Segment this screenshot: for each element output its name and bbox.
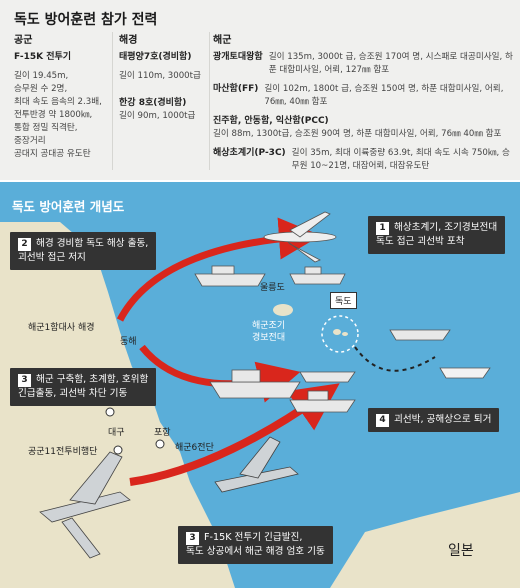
coast-guard-heading: 해경 (119, 35, 138, 46)
coast-guard-column: 해경 태평양7호(경비함) 길이 110m, 3000t급 한강 8호(경비함)… (119, 34, 211, 123)
air-force-spec: 전투반경 약 1800㎞, (14, 110, 93, 120)
air-force-column: 공군 F-15K 전투기 길이 19.45m, 승무원 수 2명, 최대 속도 … (14, 34, 114, 161)
navy-unit-name: 해상초계기(P-3C) (213, 148, 286, 158)
air-force-heading: 공군 (14, 35, 33, 46)
label-early-warning: 해군조기 경보전대 (252, 321, 286, 343)
air-force-spec: 최대 속도 음속의 2.3배, (14, 97, 102, 107)
label-japan: 일본 (448, 543, 474, 559)
f15k-fighter (39, 451, 131, 559)
p3c-aircraft (263, 211, 337, 263)
callout-step4: 4 괴선박, 공해상으로 퇴거 (368, 408, 500, 432)
label-airwing: 공군11전투비행단 (28, 447, 98, 457)
step-number: 3 (186, 532, 199, 545)
map-title: 독도 방어훈련 개념도 (12, 199, 125, 214)
panel-title: 독도 방어훈련 참가 전력 (14, 12, 158, 28)
air-force-spec: 통합 정밀 직격탄, (14, 123, 78, 133)
air-force-spec: 중장거리 (14, 136, 46, 146)
navy-unit-row: 해상초계기(P-3C) 길이 35m, 최대 이륙중량 63.9t, 최대 속도… (213, 147, 513, 173)
divider (112, 32, 113, 170)
location-dot (155, 439, 165, 449)
navy-unit-spec: 길이 35m, 최대 이륙중량 63.9t, 최대 속도 시속 750㎞, 승무… (291, 148, 510, 171)
navy-unit-spec: 길이 135m, 3000t 급, 승조원 170여 명, 시스패로 대공미사일… (268, 52, 513, 75)
navy-unit-row: 광개토대왕함 길이 135m, 3000t 급, 승조원 170여 명, 시스패… (213, 51, 513, 77)
navy-heading: 해군 (213, 35, 232, 46)
location-dot (113, 445, 123, 455)
callout-text: 괴선박, 공해상으로 퇴거 (394, 414, 492, 425)
navy-unit-name: 마산함(FF) (213, 84, 259, 94)
label-ulleungdo: 울릉도 (260, 283, 285, 293)
coastguard-ship (289, 266, 346, 285)
divider (209, 32, 210, 170)
callout-text: 해경 경비함 독도 해상 출동, 괴선박 접근 저지 (18, 238, 149, 263)
f15k-fighter (214, 436, 299, 493)
destroyer-ship (209, 369, 301, 399)
intruder-ship (439, 367, 491, 379)
japan-landmass (330, 492, 520, 588)
label-donghae: 동해 (120, 337, 137, 347)
dokdo-circle (321, 315, 359, 353)
dokdo-islet (333, 329, 341, 335)
label-pohang: 포항 (154, 428, 171, 438)
step-number: 4 (376, 414, 389, 427)
navy-unit-row: 마산함(FF) 길이 102m, 1800t 급, 승조원 150여 명, 하푼… (213, 83, 513, 109)
step-number: 3 (18, 374, 31, 387)
navy-column: 해군 광개토대왕함 길이 135m, 3000t 급, 승조원 170여 명, … (213, 34, 513, 173)
ship-spec: 길이 110m, 3000t급 (119, 71, 201, 81)
navy-unit-name: 광개토대왕함 (213, 52, 263, 62)
concept-map: 독도 방어훈련 개념도 울릉도 독도 해군조기 경보전대 해군1함대사 해경 동… (0, 182, 520, 588)
air-force-spec: 승무원 수 2명, (14, 84, 68, 94)
location-dot (105, 407, 115, 417)
navy-unit-spec: 길이 102m, 1800t 급, 승조원 150여 명, 하푼 대함미사일, … (264, 84, 504, 107)
forces-panel: 독도 방어훈련 참가 전력 공군 F-15K 전투기 길이 19.45m, 승무… (0, 0, 520, 180)
coastguard-ship (194, 265, 266, 287)
navy-unit-spec: 길이 88m, 1300t급, 승조원 90여 명, 하푼 대함미사일, 어뢰,… (213, 129, 502, 139)
air-force-spec: 공대지 공대공 유도탄 (14, 149, 91, 159)
step-number: 2 (18, 238, 31, 251)
step-number: 1 (376, 222, 389, 235)
ship-spec: 길이 90m, 1000t급 (119, 111, 196, 121)
patrol-ship (299, 371, 356, 383)
arrow-retreat (354, 346, 436, 372)
callout-text: 해상초계기, 조기경보전대 독도 접근 괴선박 포착 (376, 222, 498, 247)
navy-unit-name: 진주함, 안동함, 익산함(PCC) (213, 116, 329, 126)
air-force-spec: 길이 19.45m, (14, 71, 69, 81)
label-daegu: 대구 (108, 428, 125, 438)
ship-name: 한강 8호(경비함) (119, 98, 187, 108)
dokdo-ship (389, 329, 451, 341)
label-navy1: 해군1함대사 해경 (28, 323, 95, 333)
dokdo-islet (342, 332, 348, 336)
frigate-ship (289, 390, 356, 413)
air-force-unit: F-15K 전투기 (14, 52, 72, 62)
label-dokdo: 독도 (330, 292, 357, 309)
callout-text: F-15K 전투기 긴급발진, 독도 상공에서 해군 해경 엄호 기동 (186, 532, 325, 557)
ship-name: 태평양7호(경비함) (119, 52, 192, 62)
label-navy6: 해군6전단 (175, 443, 214, 453)
callout-text: 해군 구축함, 초계함, 호위함 긴급출동, 괴선박 차단 기동 (18, 374, 149, 399)
ulleungdo-island (273, 304, 293, 316)
